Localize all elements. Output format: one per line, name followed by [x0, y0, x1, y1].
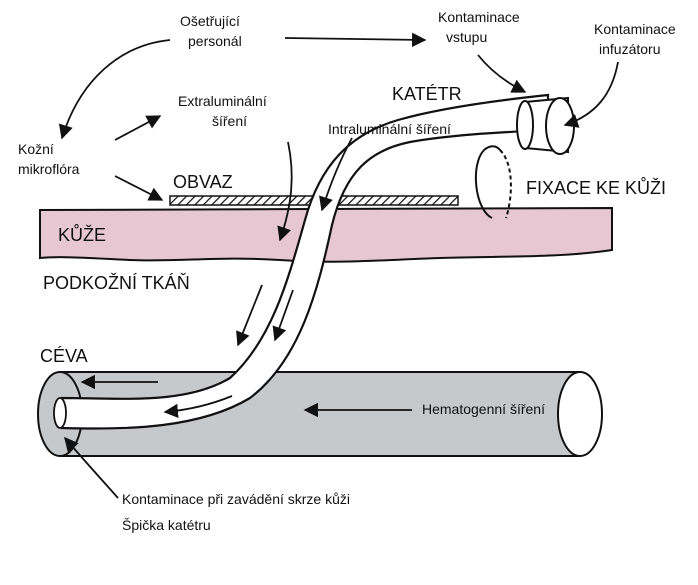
arrow-intraluminal-3: [163, 395, 233, 419]
label-intraluminal: Intraluminální šíření: [328, 121, 451, 137]
label-hematogenous: Hematogenní šíření: [422, 401, 545, 417]
arrow-intraluminal-1: [319, 137, 353, 212]
catheter-tip: [53, 397, 67, 429]
label-dressing: OBVAZ: [173, 172, 233, 192]
label-hub-contamination-2: vstupu: [446, 29, 487, 45]
label-insertion-contamination: Kontaminace při zavádění skrze kůži: [122, 491, 350, 507]
arrow-insertion-contamination: [64, 436, 119, 499]
arrow-skin-to-dressing: [114, 175, 164, 201]
catheter-hub: [516, 96, 575, 155]
label-catheter: KATÉTR: [392, 84, 462, 104]
label-personnel-2: personál: [188, 33, 242, 49]
label-skin-fixation: FIXACE KE KŮŽI: [526, 177, 666, 198]
label-subcutaneous: PODKOŽNÍ TKÁŇ: [43, 273, 190, 293]
label-personnel-1: Ošetřující: [180, 13, 240, 29]
label-skin-flora-1: Kožní: [18, 141, 54, 157]
arrow-personnel-to-hub: [284, 32, 427, 48]
label-extraluminal-2: šíření: [212, 113, 247, 129]
arrow-intraluminal-2: [272, 289, 294, 342]
skin-fixation: [474, 145, 512, 219]
arrow-hub-contamination: [477, 54, 527, 93]
label-skin: KŮŽE: [58, 224, 106, 245]
arrow-infusate-contamination: [563, 61, 619, 128]
label-extraluminal-1: Extraluminální: [178, 93, 267, 109]
arrow-personnel-to-skin: [58, 39, 171, 140]
arrow-extraluminal-down-1: [277, 141, 293, 242]
label-hub-contamination-1: Kontaminace: [438, 9, 520, 25]
arrow-skin-to-extraluminal: [114, 115, 162, 141]
label-catheter-tip: Špička katétru: [122, 517, 211, 533]
label-infusate-contamination-1: Kontaminace: [594, 21, 676, 37]
arrow-extraluminal-down-2: [236, 284, 263, 347]
label-vessel: CÉVA: [40, 346, 88, 366]
label-skin-flora-2: mikroflóra: [18, 161, 80, 177]
label-infusate-contamination-2: infuzátoru: [599, 41, 660, 57]
